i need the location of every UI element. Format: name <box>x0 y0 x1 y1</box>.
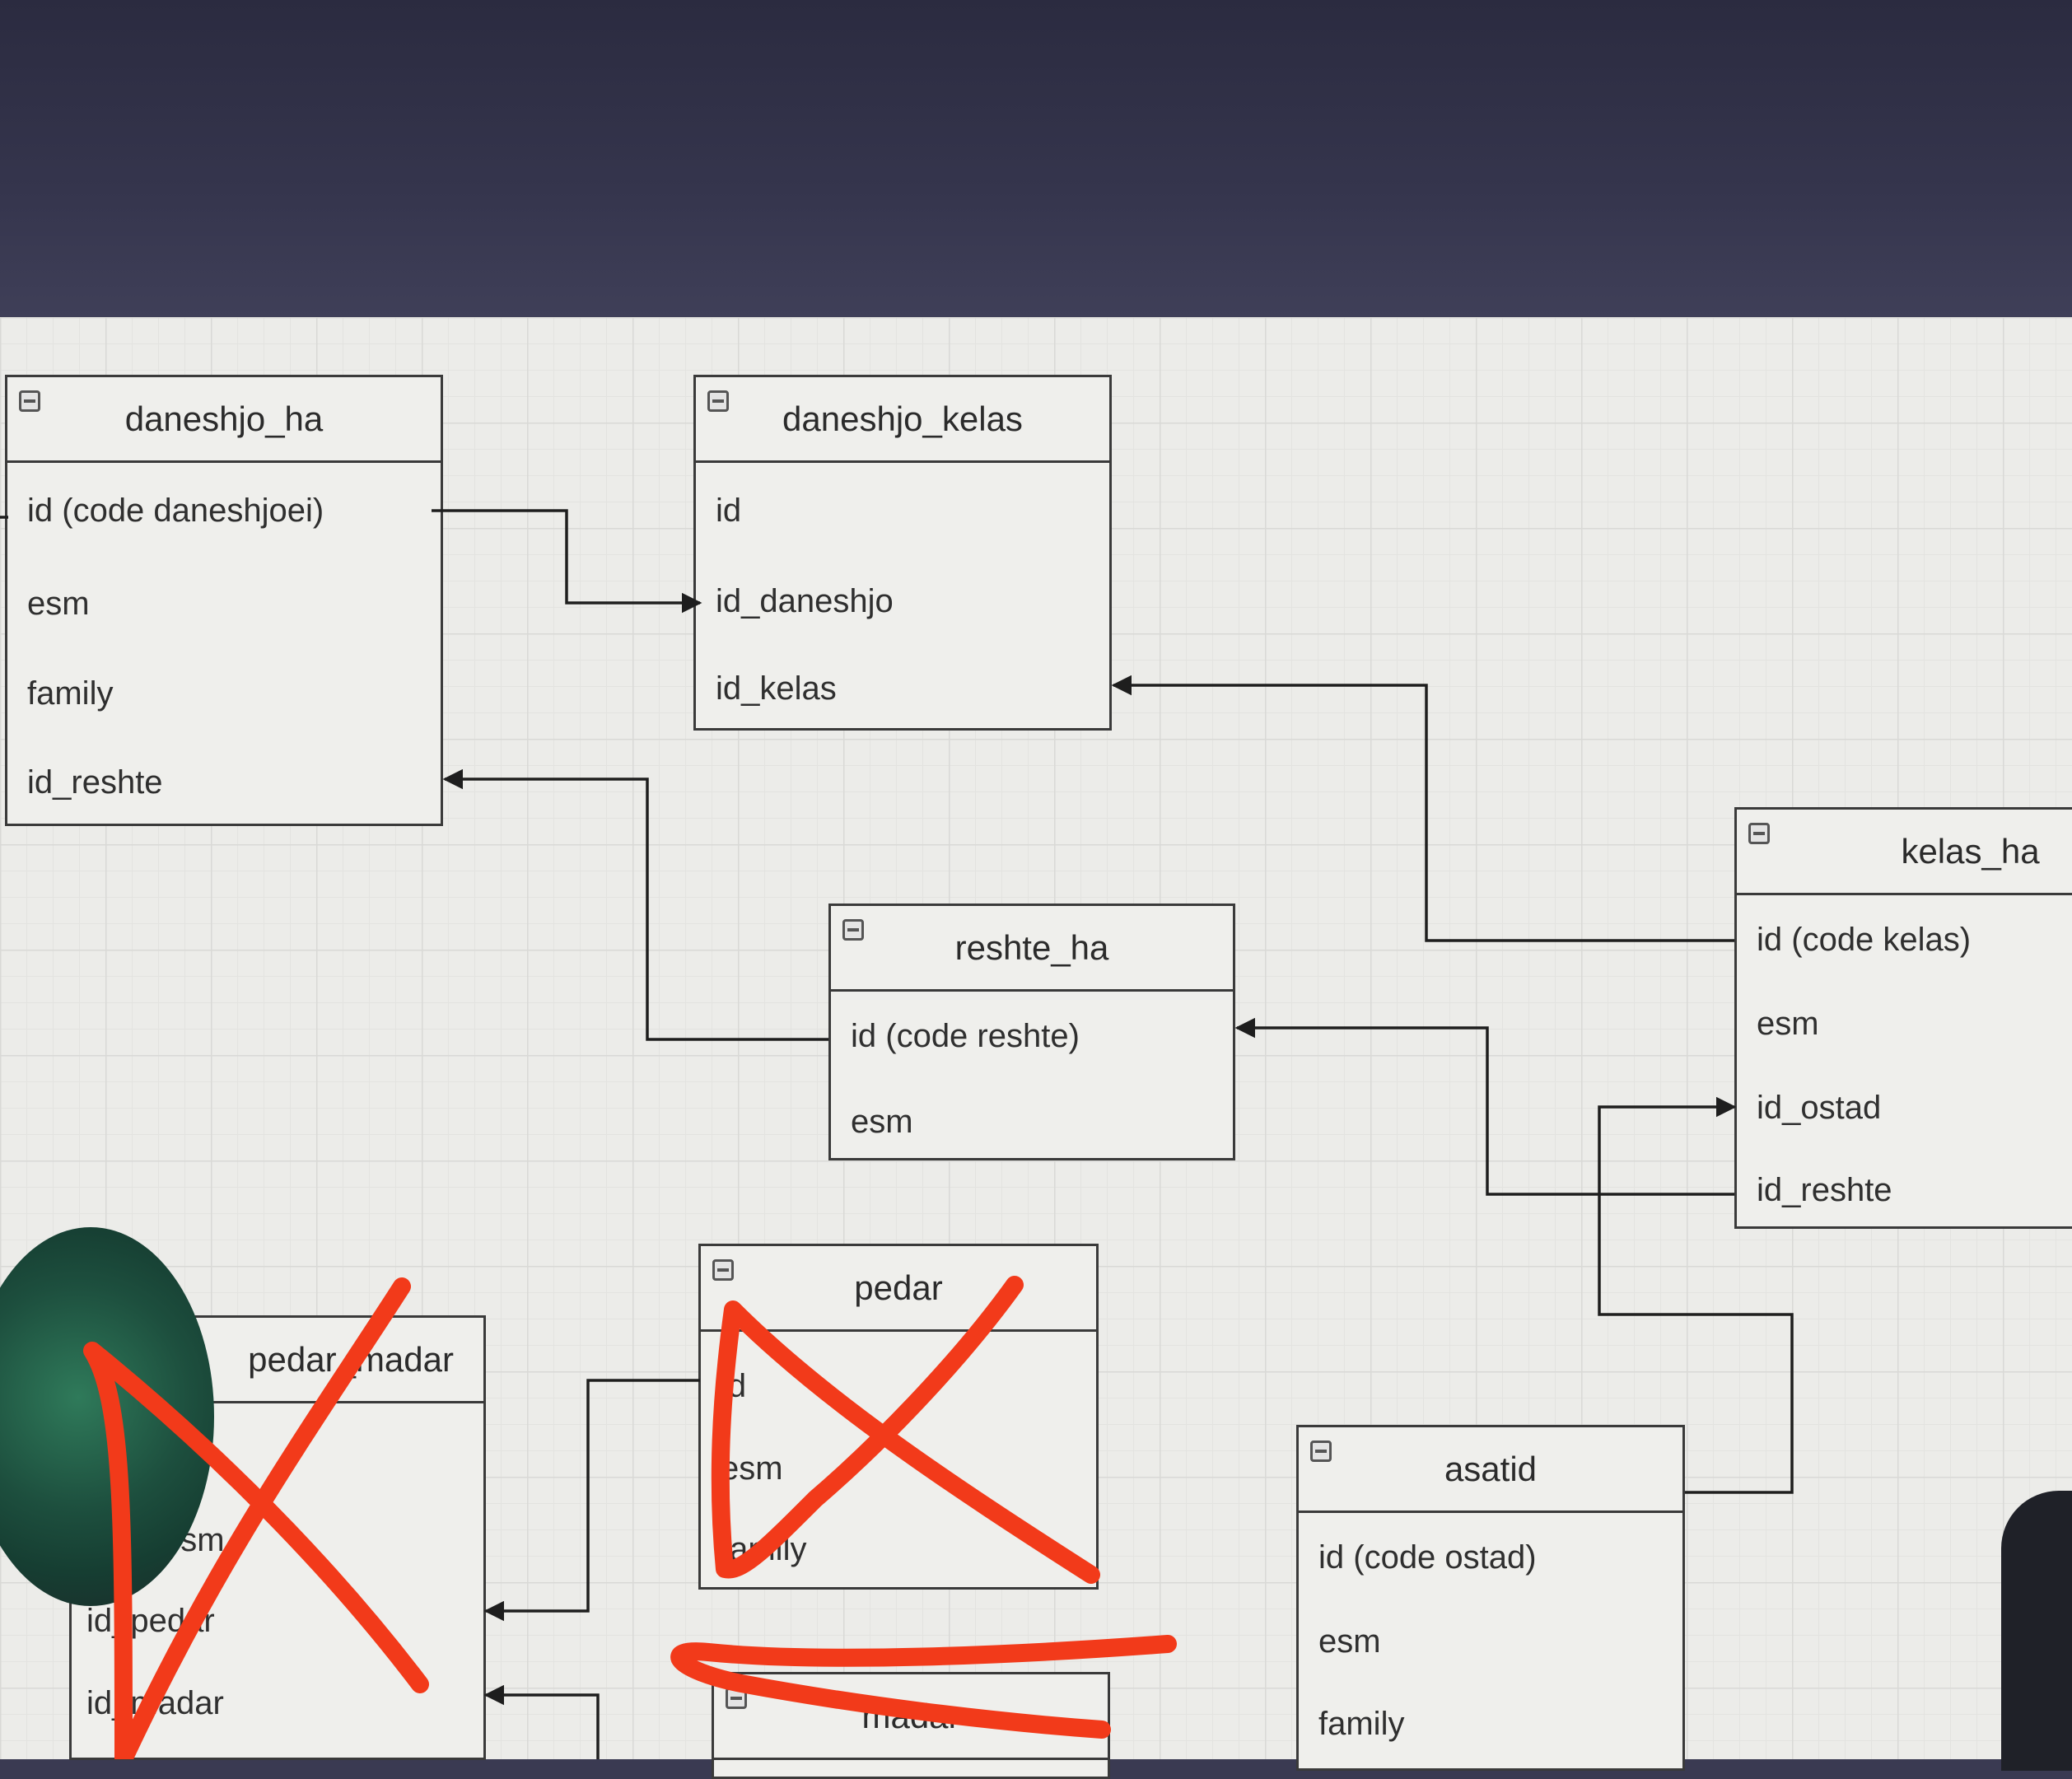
link-asatid-to-kelas-ostad[interactable] <box>1598 1096 1794 1494</box>
link-kelas-reshte-to-reshte[interactable] <box>1234 1017 1734 1196</box>
collapse-toggle-icon[interactable] <box>1748 823 1770 844</box>
field-row[interactable]: id <box>716 493 742 529</box>
field-row[interactable]: esm <box>721 1450 783 1487</box>
link-kelas-to-daneshjo-kelas[interactable] <box>1111 675 1734 942</box>
entity-header[interactable]: reshte_ha <box>831 906 1233 992</box>
field-row[interactable]: esm <box>851 1104 913 1140</box>
field-row[interactable]: family <box>1318 1706 1405 1742</box>
entity-title: pedar <box>854 1268 943 1307</box>
link-reshte-to-daneshjo[interactable] <box>442 768 828 1041</box>
red-strike-madar <box>670 1635 1177 1739</box>
collapse-toggle-icon[interactable] <box>1310 1440 1332 1462</box>
field-row[interactable]: id_kelas <box>716 670 837 707</box>
entity-kelas-ha[interactable]: kelas_ha id (code kelas) esm id_ostad id… <box>1734 807 2072 1229</box>
link-daneshjo-to-daneshjo-kelas[interactable] <box>432 509 702 614</box>
field-row[interactable]: id_daneshjo <box>716 583 894 619</box>
field-row[interactable]: id (code kelas) <box>1757 922 1972 958</box>
field-row[interactable]: esm <box>27 586 90 622</box>
entity-daneshjo-kelas[interactable]: daneshjo_kelas id id_daneshjo id_kelas <box>693 375 1112 731</box>
collapse-toggle-icon[interactable] <box>707 390 729 412</box>
field-row[interactable]: esm <box>1757 1006 1819 1042</box>
entity-title: daneshjo_kelas <box>782 399 1023 438</box>
field-row[interactable]: family <box>27 675 114 712</box>
entity-title: reshte_ha <box>954 927 1109 967</box>
link-pedar-to-pedar-madar[interactable] <box>483 1379 700 1622</box>
field-row[interactable]: id_reshte <box>1757 1172 1892 1208</box>
field-row[interactable]: id (code daneshjoei) <box>27 493 324 529</box>
collapse-toggle-icon[interactable] <box>842 919 864 941</box>
entity-title: asatid <box>1444 1449 1538 1488</box>
entity-asatid[interactable]: asatid id (code ostad) esm family <box>1296 1425 1685 1771</box>
entity-title: kelas_ha <box>1901 831 2040 871</box>
entity-reshte-ha[interactable]: reshte_ha id (code reshte) esm <box>828 904 1235 1160</box>
entity-header[interactable]: kelas_ha <box>1737 810 2072 895</box>
entity-header[interactable]: asatid <box>1299 1427 1682 1513</box>
entity-title: daneshjo_ha <box>124 399 324 438</box>
field-row[interactable]: id_ostad <box>1757 1090 1882 1126</box>
link-madar-to-pedar-madar[interactable] <box>483 1684 600 1759</box>
field-row[interactable]: id (code ostad) <box>1318 1539 1537 1576</box>
red-x-pedar-madar <box>83 1277 429 1759</box>
screen-edge-shadow <box>2001 1491 2072 1771</box>
field-row[interactable]: id_reshte <box>27 764 163 801</box>
entity-header[interactable]: pedar <box>701 1246 1096 1332</box>
red-x-pedar <box>711 1276 1100 1584</box>
collapse-toggle-icon[interactable] <box>19 390 40 412</box>
entity-header[interactable]: daneshjo_kelas <box>696 377 1109 463</box>
field-row[interactable]: esm <box>1318 1623 1381 1660</box>
field-row[interactable]: id (code reshte) <box>851 1018 1080 1054</box>
monitor-bezel <box>0 0 2072 317</box>
collapse-toggle-icon[interactable] <box>712 1259 734 1281</box>
entity-header[interactable]: daneshjo_ha <box>7 377 441 463</box>
entity-daneshjo-ha[interactable]: daneshjo_ha id (code daneshjoei) esm fam… <box>5 375 443 826</box>
